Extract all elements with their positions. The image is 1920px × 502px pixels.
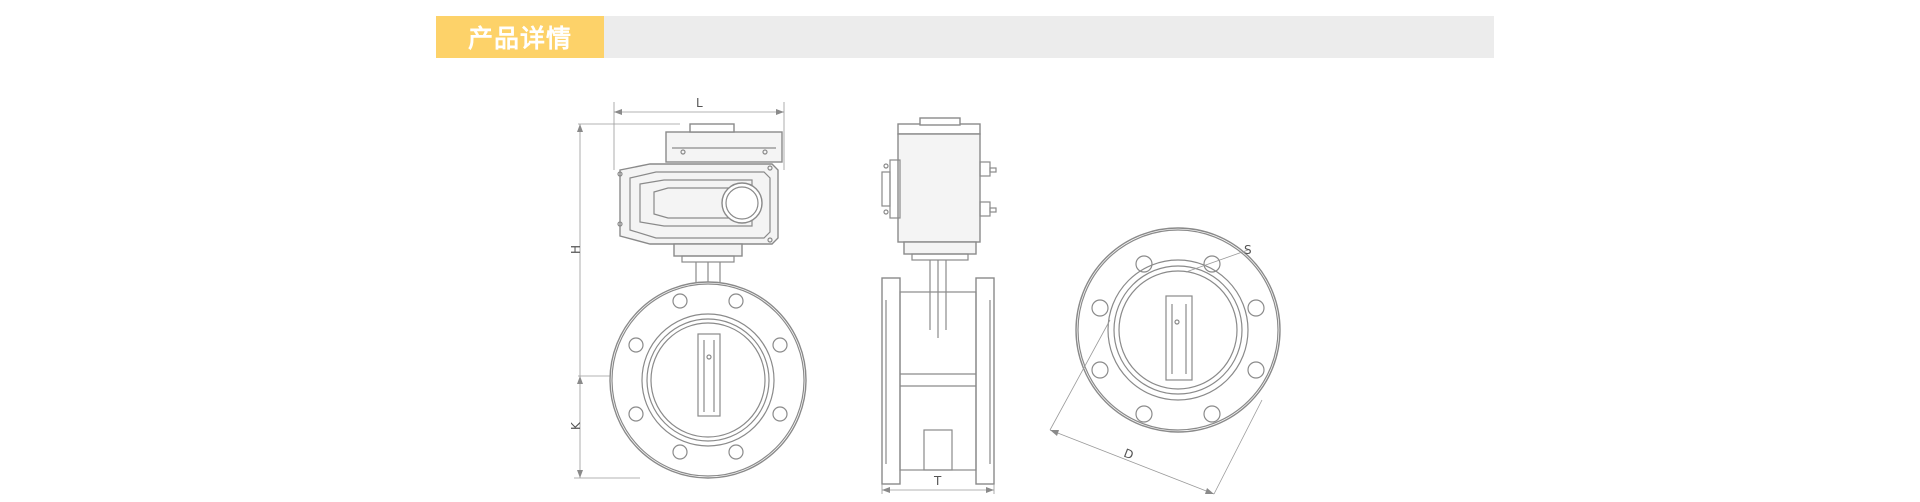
dim-label-L: L <box>696 96 703 110</box>
side-view: T <box>881 117 997 494</box>
dim-label-S: S <box>1244 243 1252 257</box>
front-view: L H K <box>569 96 807 479</box>
dim-label-K: K <box>569 421 583 430</box>
section-title-tab: 产品详情 <box>436 16 604 58</box>
dim-label-D: D <box>1122 446 1136 462</box>
dim-label-T: T <box>933 474 942 488</box>
dim-label-H: H <box>569 245 583 254</box>
section-header-bar <box>436 16 1494 58</box>
flange-view: S D <box>1049 227 1281 495</box>
section-title: 产品详情 <box>467 24 572 53</box>
